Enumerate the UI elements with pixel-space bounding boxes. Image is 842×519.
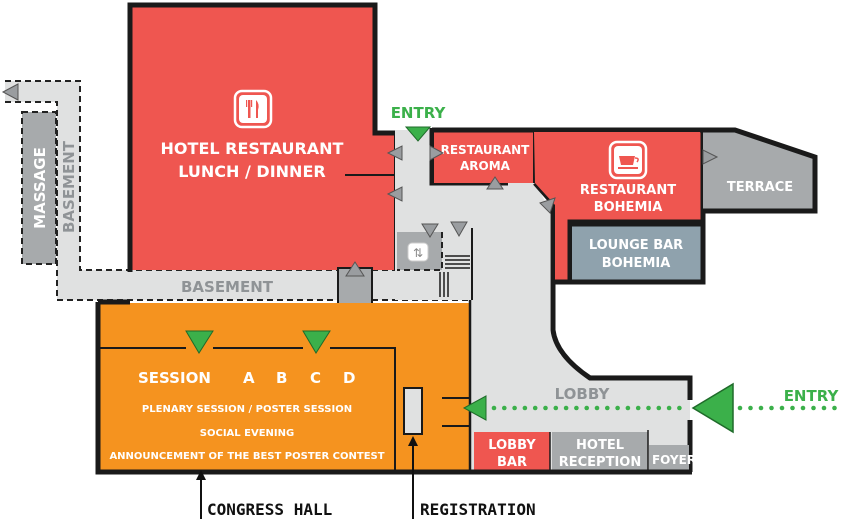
path-dot — [821, 405, 827, 411]
path-dot — [553, 405, 559, 411]
restaurant-bohemia-label-line2: BOHEMIA — [594, 200, 663, 215]
entry-top[interactable]: ENTRY — [391, 104, 447, 142]
lounge-bar-label-line2: BOHEMIA — [602, 256, 671, 271]
room-massage[interactable]: MASSAGE — [21, 111, 57, 265]
path-dot — [594, 405, 600, 411]
arrow-up-icon — [486, 176, 504, 190]
path-dot — [605, 405, 610, 411]
path-dot — [522, 405, 528, 411]
room-lounge-bar-bohemia[interactable]: LOUNGE BAR BOHEMIA — [553, 221, 706, 285]
arrow-right-icon — [429, 145, 445, 161]
path-dot — [615, 405, 620, 411]
path-dot — [832, 405, 837, 411]
path-dot — [543, 405, 548, 411]
path-dot — [563, 405, 569, 411]
room-foyer[interactable]: FOYER — [649, 445, 696, 472]
session-door-arrow-icon — [185, 330, 214, 354]
arrow-left-icon — [386, 186, 403, 202]
callout-congress-hall: CONGRESS HALL — [196, 470, 332, 519]
congress-line1: PLENARY SESSION / POSTER SESSION — [142, 404, 352, 415]
restaurant-aroma-label-line2: AROMA — [460, 159, 511, 173]
central-corridor — [395, 128, 693, 472]
lobby-label: LOBBY — [555, 385, 611, 403]
restaurant-aroma-label-line1: RESTAURANT — [441, 143, 531, 157]
path-dot — [748, 405, 753, 411]
registration-callout-label: REGISTRATION — [420, 500, 536, 519]
entry-right[interactable]: ENTRY — [462, 382, 840, 434]
hotel-reception-label-line1: HOTEL — [576, 438, 624, 453]
elevator-icon: ⇅ — [413, 246, 423, 260]
arrow-upright-icon — [539, 197, 556, 214]
path-dot — [646, 405, 651, 411]
registration-desk[interactable] — [403, 387, 423, 435]
coffee-cup-icon — [608, 140, 648, 180]
lobby-path-dots — [491, 405, 682, 411]
arrow-down-icon — [450, 221, 468, 238]
path-dot — [677, 405, 682, 411]
room-lobby-bar[interactable]: LOBBY BAR — [474, 432, 550, 472]
congress-line3: ANNOUNCEMENT OF THE BEST POSTER CONTEST — [109, 451, 384, 462]
room-terrace[interactable]: TERRACE — [700, 127, 818, 214]
path-dot — [625, 405, 631, 411]
arrow-left-icon — [386, 145, 403, 161]
direction-arrows — [386, 145, 719, 238]
entry-path-dots — [737, 405, 837, 411]
path-dot — [800, 405, 806, 411]
lobby-bar-label-line1: LOBBY — [488, 438, 536, 453]
callout-registration: REGISTRATION — [408, 436, 536, 519]
path-dot — [512, 405, 517, 411]
path-dot — [769, 405, 774, 411]
room-hotel-restaurant[interactable]: HOTEL RESTAURANT LUNCH / DINNER — [127, 2, 396, 272]
path-dot — [491, 405, 497, 411]
session-title: SESSION A B C D — [138, 369, 355, 387]
lounge-bar-label-line1: LOUNGE BAR — [589, 238, 683, 253]
path-dot — [656, 405, 662, 411]
path-dot — [574, 405, 579, 411]
room-congress-hall[interactable]: SESSION A B C D PLENARY SESSION / POSTER… — [95, 299, 472, 475]
cutlery-icon — [233, 89, 273, 129]
foyer-label: FOYER — [652, 453, 696, 467]
stairs-icon — [439, 228, 473, 300]
lobby-bar-label-line2: BAR — [497, 455, 527, 470]
elevator[interactable]: ⇅ — [397, 232, 443, 271]
basement-horizontal-label: BASEMENT — [181, 278, 274, 296]
massage-label: MASSAGE — [31, 147, 49, 229]
path-dot — [811, 405, 816, 411]
basement-exit-arrow-icon — [1, 83, 19, 101]
basement-stair-block — [337, 261, 373, 305]
basement-vertical-label: BASEMENT — [60, 140, 78, 233]
arrow-down-icon — [421, 223, 439, 238]
entry-left-arrow-icon — [691, 382, 734, 434]
path-dot — [758, 405, 764, 411]
hotel-restaurant-label-line2: LUNCH / DINNER — [178, 162, 325, 181]
path-dot — [790, 405, 795, 411]
path-dot — [779, 405, 785, 411]
session-door-arrow-icon — [302, 330, 331, 354]
room-hotel-reception[interactable]: HOTEL RECEPTION — [549, 430, 649, 472]
entry-right-label: ENTRY — [784, 387, 840, 405]
room-restaurant-aroma[interactable]: RESTAURANT AROMA — [432, 127, 700, 183]
path-dot — [737, 405, 743, 411]
terrace-label: TERRACE — [727, 180, 793, 195]
arrow-right-icon — [702, 149, 719, 165]
hotel-reception-label-line2: RECEPTION — [559, 455, 641, 470]
congress-line2: SOCIAL EVENING — [200, 428, 294, 439]
hotel-restaurant-label-line1: HOTEL RESTAURANT — [161, 139, 344, 158]
entry-down-arrow-icon — [404, 126, 432, 142]
lobby-left-arrow-icon — [462, 395, 487, 421]
path-dot — [635, 405, 641, 411]
congress-hall-callout-label: CONGRESS HALL — [207, 500, 332, 519]
entry-top-label: ENTRY — [391, 104, 447, 122]
path-dot — [584, 405, 589, 411]
path-dot — [532, 405, 538, 411]
restaurant-bohemia-label-line1: RESTAURANT — [580, 183, 676, 198]
path-dot — [666, 405, 672, 411]
path-dot — [502, 405, 507, 411]
